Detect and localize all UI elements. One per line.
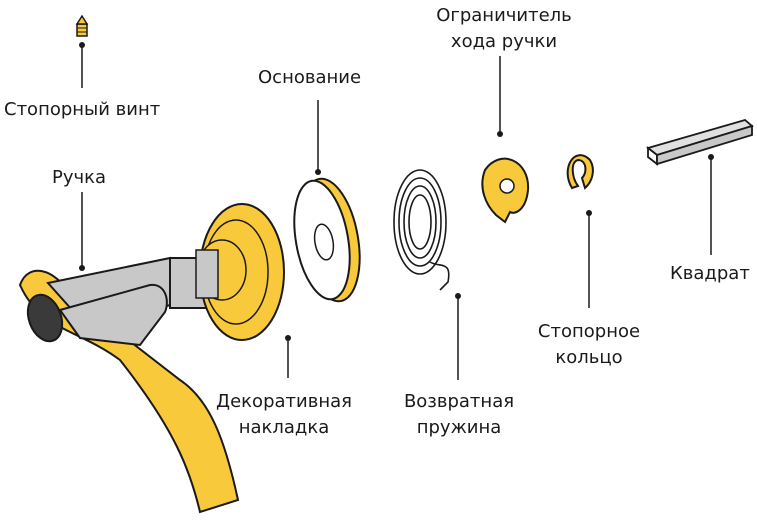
label-spring-line1: Возвратная <box>403 391 515 412</box>
label-base: Основание <box>258 67 362 88</box>
label-limiter-line1: Ограничитель <box>436 5 572 26</box>
label-ring-line1: Стопорное <box>537 321 641 342</box>
square-spindle-icon <box>646 119 754 166</box>
base-plate-icon <box>293 177 361 303</box>
label-ring-line2: кольцо <box>555 347 623 368</box>
label-decor-line1: Декоративная <box>216 391 352 412</box>
leader-line-base <box>315 100 321 175</box>
label-square: Квадрат <box>670 263 750 284</box>
leader-line-square <box>708 154 714 255</box>
leader-line-spring <box>455 293 461 380</box>
retaining-ring-icon <box>566 154 594 190</box>
label-set-screw: Стопорный винт <box>4 99 161 120</box>
leader-line-set-screw <box>79 42 85 88</box>
leader-line-limiter <box>497 56 503 137</box>
decorative-rosette-icon <box>195 203 285 341</box>
leader-line-decor <box>285 335 291 378</box>
leader-line-handle <box>79 192 85 271</box>
label-spring-line2: пружина <box>416 417 502 438</box>
label-decor-line2: накладка <box>238 417 330 438</box>
leader-line-ring <box>586 210 592 308</box>
travel-limiter-icon <box>481 157 530 224</box>
label-handle: Ручка <box>52 167 107 188</box>
set-screw-icon <box>75 14 89 37</box>
return-spring-icon <box>393 169 450 291</box>
label-limiter-line2: хода ручки <box>450 31 558 52</box>
